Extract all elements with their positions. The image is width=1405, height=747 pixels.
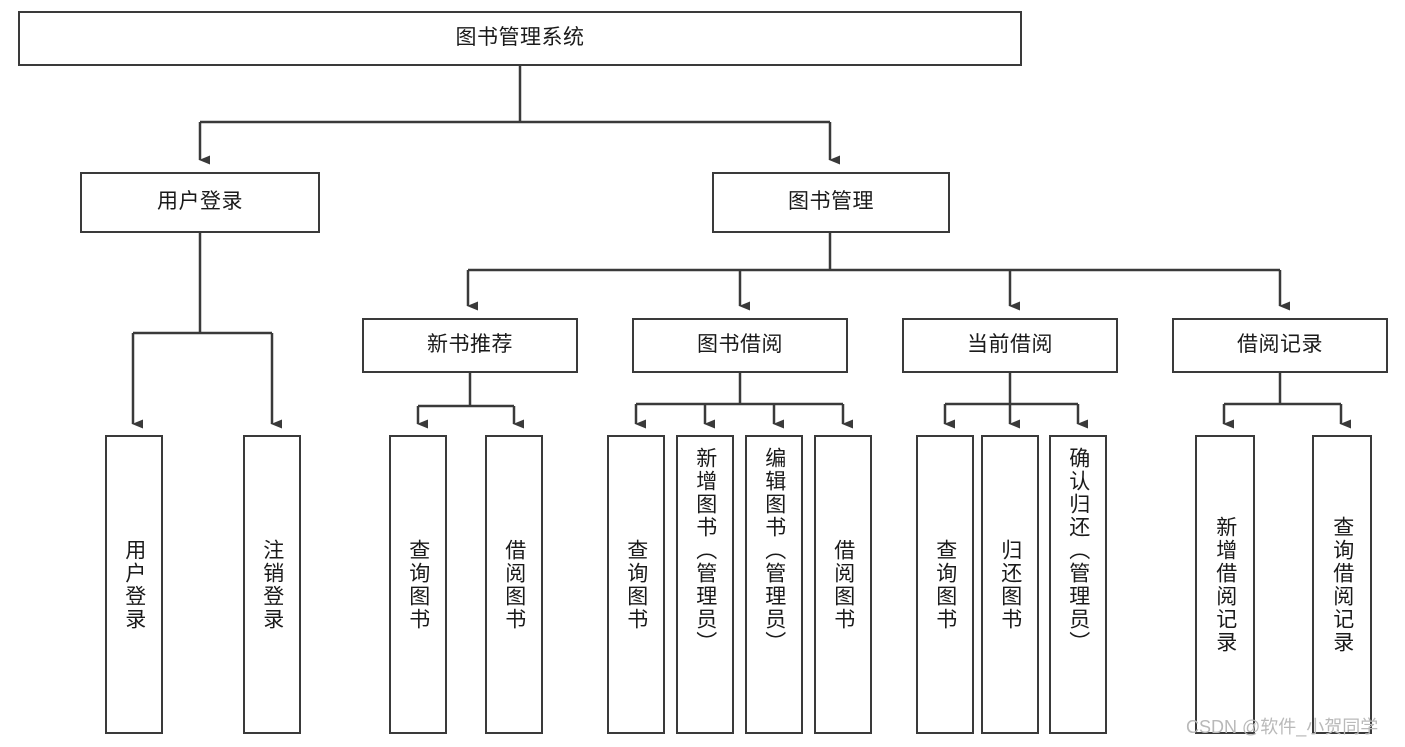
leaf-book-borrow-query-book[interactable]: 查询图书	[607, 435, 665, 734]
node-label: 新增借阅记录	[1213, 515, 1237, 654]
leaf-book-borrow-add-book-admin[interactable]: 新增图书（管理员）	[676, 435, 734, 734]
node-new-book-recommend[interactable]: 新书推荐	[362, 318, 578, 373]
node-book-borrow[interactable]: 图书借阅	[632, 318, 848, 373]
node-label: 借阅记录	[1237, 333, 1323, 357]
leaf-borrow-record-query-record[interactable]: 查询借阅记录	[1312, 435, 1372, 734]
node-label: 查询图书	[933, 538, 957, 631]
node-label: 编辑图书（管理员）	[762, 447, 786, 654]
node-label: 新书推荐	[427, 333, 513, 357]
node-borrow-record[interactable]: 借阅记录	[1172, 318, 1388, 373]
leaf-current-borrow-query-book[interactable]: 查询图书	[916, 435, 974, 734]
node-label: 查询图书	[624, 538, 648, 631]
node-label: 新增图书（管理员）	[693, 447, 717, 654]
leaf-book-borrow-edit-book-admin[interactable]: 编辑图书（管理员）	[745, 435, 803, 734]
node-label: 查询借阅记录	[1330, 515, 1354, 654]
node-label: 查询图书	[406, 538, 430, 631]
leaf-user-login-login[interactable]: 用户登录	[105, 435, 163, 734]
node-label: 用户登录	[122, 538, 146, 631]
node-label: 图书借阅	[697, 333, 783, 357]
leaf-current-borrow-confirm-return-admin[interactable]: 确认归还（管理员）	[1049, 435, 1107, 734]
node-book-management[interactable]: 图书管理	[712, 172, 950, 233]
leaf-new-book-query-book[interactable]: 查询图书	[389, 435, 447, 734]
node-current-borrow[interactable]: 当前借阅	[902, 318, 1118, 373]
node-label: 注销登录	[260, 538, 284, 631]
node-label: 借阅图书	[831, 538, 855, 631]
node-label: 用户登录	[157, 190, 243, 214]
leaf-book-borrow-borrow-book[interactable]: 借阅图书	[814, 435, 872, 734]
leaf-new-book-borrow-book[interactable]: 借阅图书	[485, 435, 543, 734]
leaf-borrow-record-add-record[interactable]: 新增借阅记录	[1195, 435, 1255, 734]
node-label: 归还图书	[998, 538, 1022, 631]
node-label: 当前借阅	[967, 333, 1053, 357]
node-label: 借阅图书	[502, 538, 526, 631]
node-user-login[interactable]: 用户登录	[80, 172, 320, 233]
node-label: 图书管理系统	[455, 26, 585, 50]
leaf-current-borrow-return-book[interactable]: 归还图书	[981, 435, 1039, 734]
node-root-library-system[interactable]: 图书管理系统	[18, 11, 1022, 66]
node-label: 确认归还（管理员）	[1066, 447, 1090, 654]
leaf-user-login-logout[interactable]: 注销登录	[243, 435, 301, 734]
csdn-watermark: CSDN @软件_小贺同学	[1186, 717, 1379, 737]
node-label: 图书管理	[788, 190, 874, 214]
